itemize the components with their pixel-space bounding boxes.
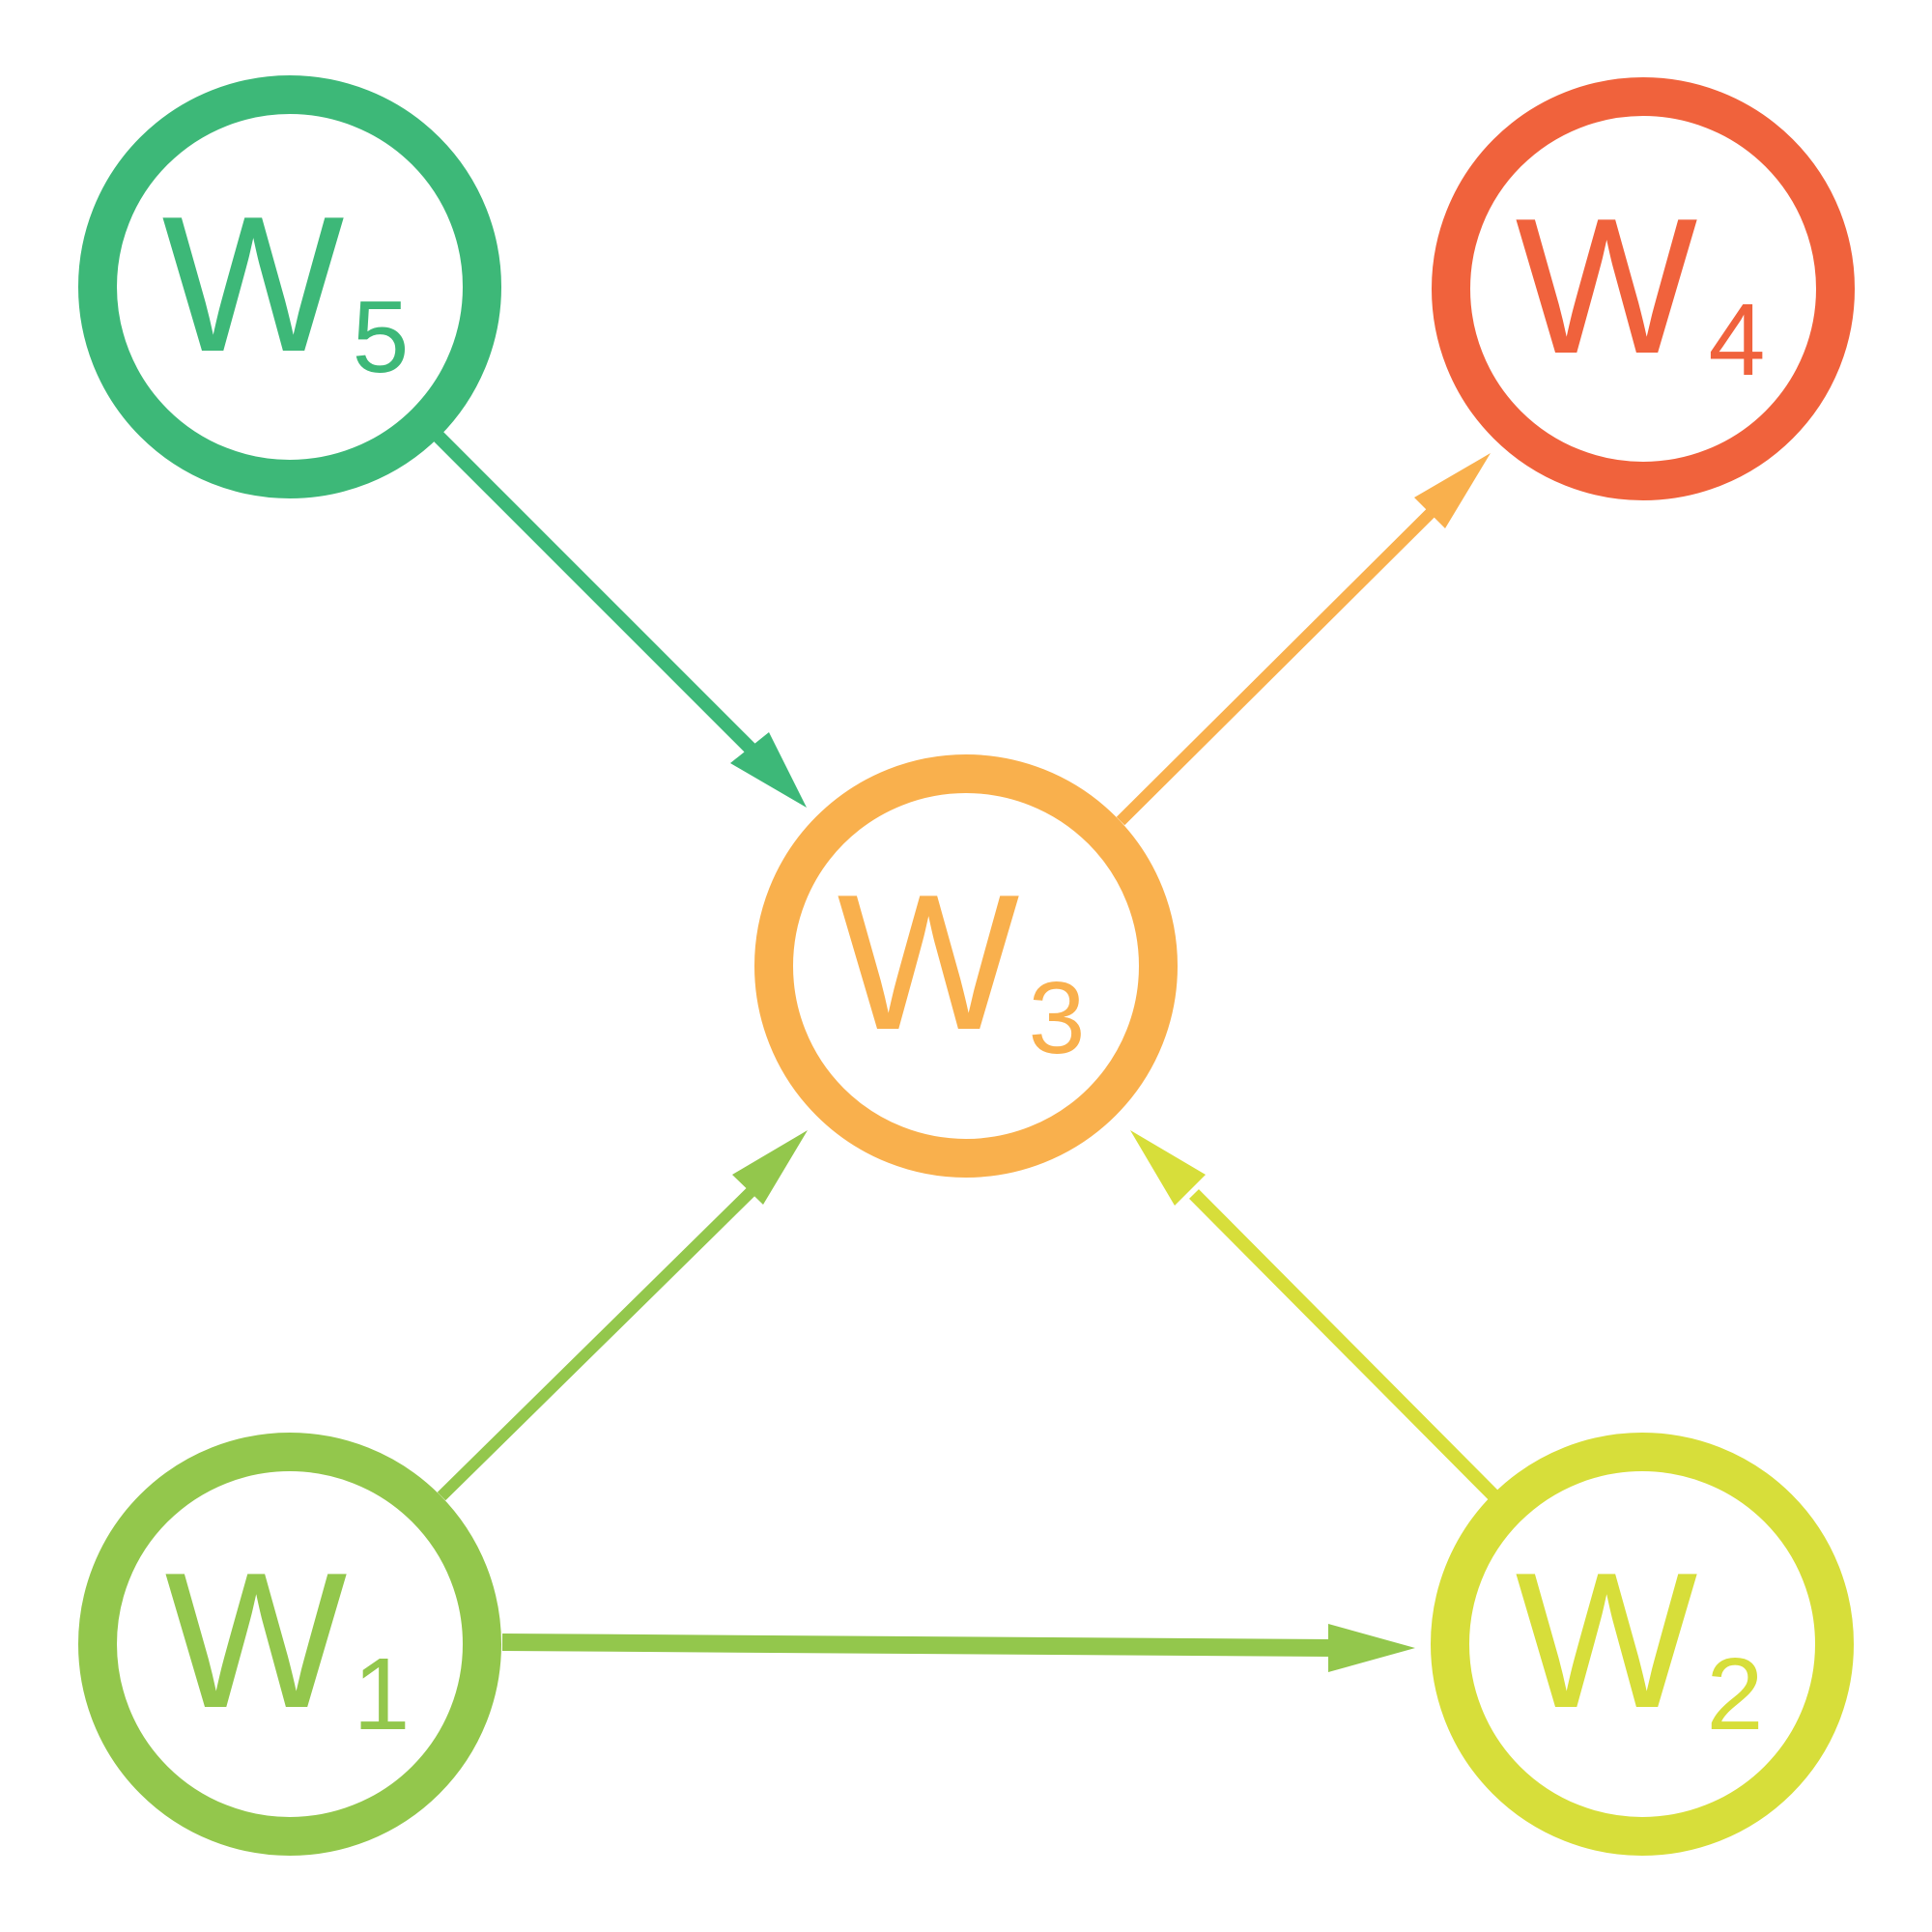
edge-w3-w4	[1116, 453, 1491, 826]
node-w4-letter: W	[1516, 179, 1698, 394]
edge-w1-w2-line	[501, 1634, 1334, 1657]
node-w2-subscript: 2	[1707, 1637, 1764, 1751]
edge-w3-w4-line	[1116, 499, 1444, 826]
node-w5-subscript: 5	[353, 280, 410, 394]
edge-w2-w3	[1130, 1130, 1508, 1510]
edge-w5-w3-line	[432, 430, 768, 766]
edges	[432, 430, 1508, 1672]
node-w1: W 1	[78, 1433, 501, 1856]
node-w4-circle	[1432, 77, 1855, 500]
node-w4-subscript: 4	[1709, 283, 1766, 397]
edge-w1-w3-arrowhead	[732, 1130, 808, 1205]
node-w1-subscript: 1	[354, 1637, 411, 1751]
node-w3-circle	[754, 754, 1178, 1178]
edge-w2-w3-arrowhead	[1130, 1130, 1206, 1206]
node-w2: W 2	[1431, 1433, 1854, 1856]
node-w5-letter: W	[162, 177, 345, 392]
node-w4: W 4	[1432, 77, 1855, 500]
node-w2-circle	[1431, 1433, 1854, 1856]
edge-w5-w3	[432, 430, 807, 808]
edge-w1-w2	[501, 1624, 1415, 1672]
node-w5: W 5	[78, 75, 501, 498]
node-w1-letter: W	[165, 1533, 348, 1748]
node-w3-subscript: 3	[1029, 961, 1086, 1075]
edge-w5-w3-arrowhead	[730, 732, 807, 808]
edge-w2-w3-line	[1189, 1189, 1508, 1510]
node-w3: W 3	[754, 754, 1178, 1178]
edge-w3-w4-arrowhead	[1414, 453, 1491, 528]
nodes: W 5 W 4 W 3 W 1 W 2	[78, 75, 1855, 1856]
node-w3-letter: W	[838, 855, 1020, 1070]
node-w5-circle	[78, 75, 501, 498]
edge-w1-w2-arrowhead	[1328, 1624, 1415, 1672]
edge-w1-w3	[437, 1130, 808, 1501]
node-w2-letter: W	[1516, 1533, 1698, 1748]
edge-w1-w3-line	[437, 1186, 756, 1501]
node-w1-circle	[78, 1433, 501, 1856]
